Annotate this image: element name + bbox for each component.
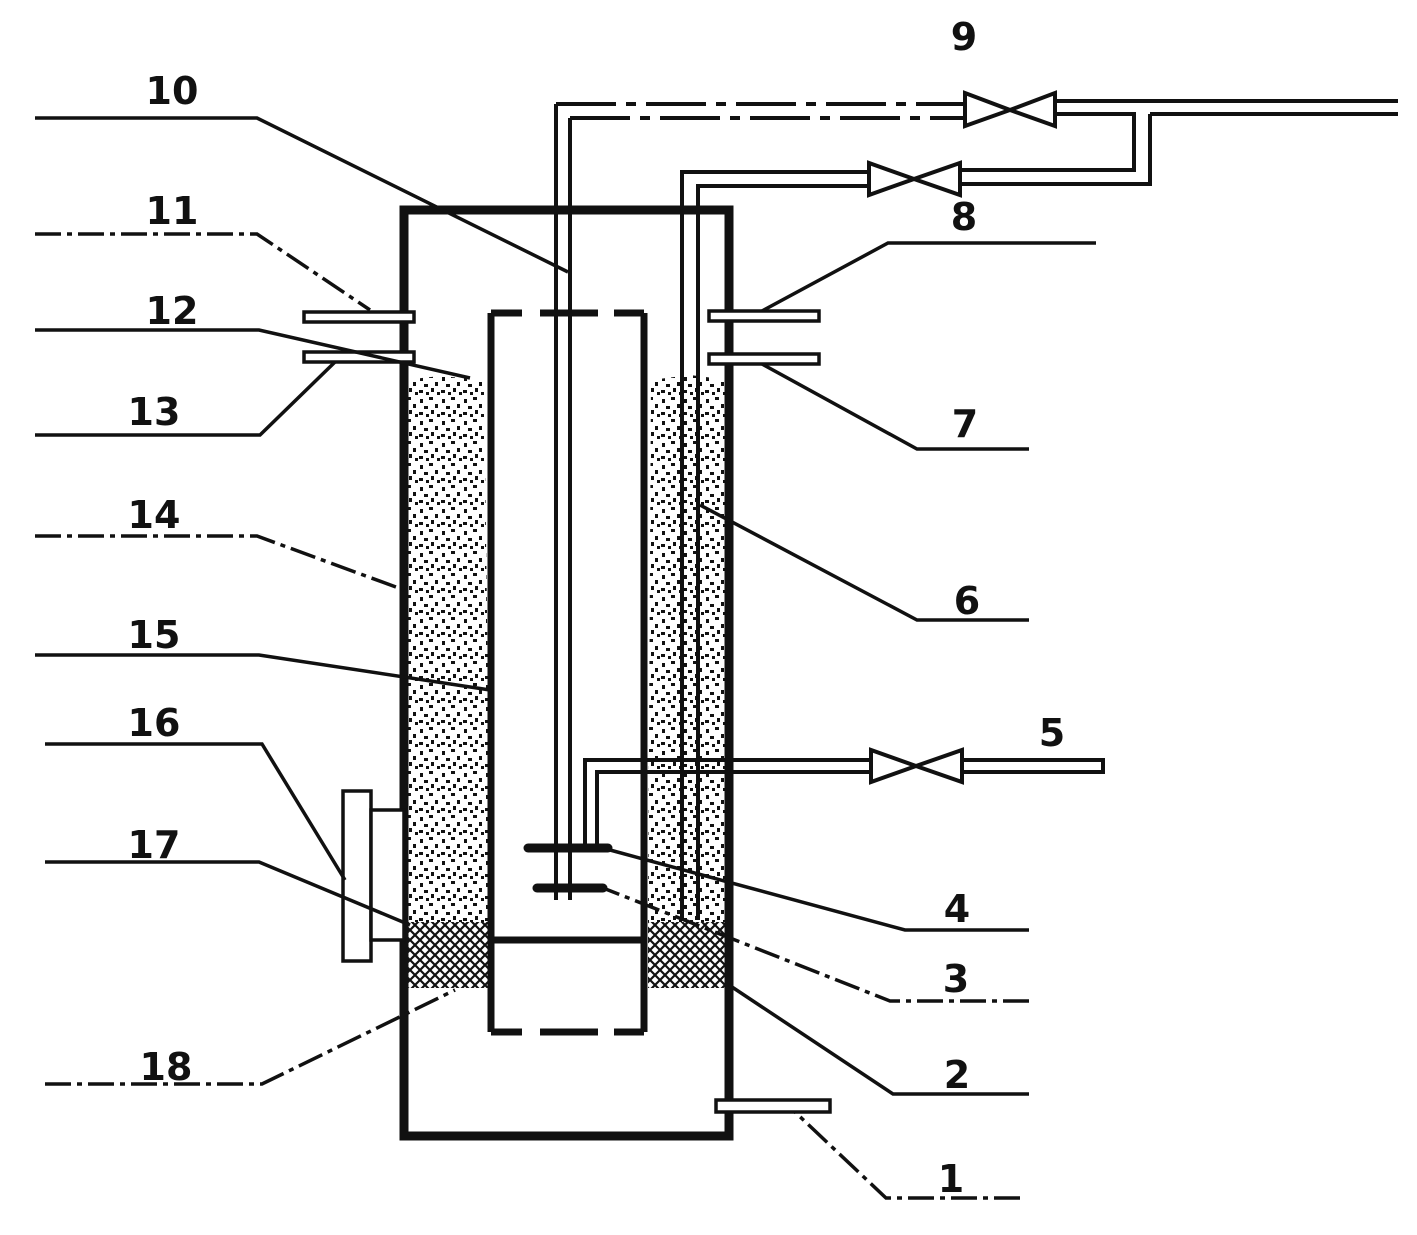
nozzle-8 xyxy=(707,309,821,323)
label-18: 18 xyxy=(140,1045,193,1089)
label-14: 14 xyxy=(128,493,181,537)
leader-lines xyxy=(35,116,1096,1200)
nozzle-7 xyxy=(707,352,821,366)
label-15: 15 xyxy=(128,613,181,657)
packing-bed-right xyxy=(648,375,729,924)
pipe-to-valve-5 xyxy=(583,758,1105,848)
label-9: 9 xyxy=(951,15,977,59)
packing-bed-left xyxy=(404,376,491,924)
sight-glass xyxy=(341,789,406,963)
valve-5[interactable] xyxy=(869,747,964,785)
label-17: 17 xyxy=(128,823,181,867)
label-3: 3 xyxy=(943,957,969,1001)
inner-draft-tube xyxy=(487,309,648,1036)
label-4: 4 xyxy=(944,887,970,931)
label-11: 11 xyxy=(146,189,199,233)
supply-pipe xyxy=(960,99,1398,186)
label-1: 1 xyxy=(938,1157,964,1201)
label-5: 5 xyxy=(1039,711,1065,755)
nozzle-11 xyxy=(302,310,416,324)
valve-9[interactable] xyxy=(963,90,1057,129)
label-13: 13 xyxy=(128,390,181,434)
nozzle-1 xyxy=(714,1098,832,1114)
central-feed-pipe xyxy=(554,104,572,900)
label-10: 10 xyxy=(146,69,199,113)
support-mesh-left xyxy=(404,922,491,988)
label-2: 2 xyxy=(944,1053,970,1097)
label-6: 6 xyxy=(954,579,980,623)
label-8: 8 xyxy=(951,195,977,239)
label-7: 7 xyxy=(952,402,978,446)
pipe-to-valve-8 xyxy=(680,170,868,920)
valve-8[interactable] xyxy=(867,160,962,198)
outer-vessel xyxy=(399,205,734,1141)
label-16: 16 xyxy=(128,701,181,745)
label-12: 12 xyxy=(146,289,199,333)
